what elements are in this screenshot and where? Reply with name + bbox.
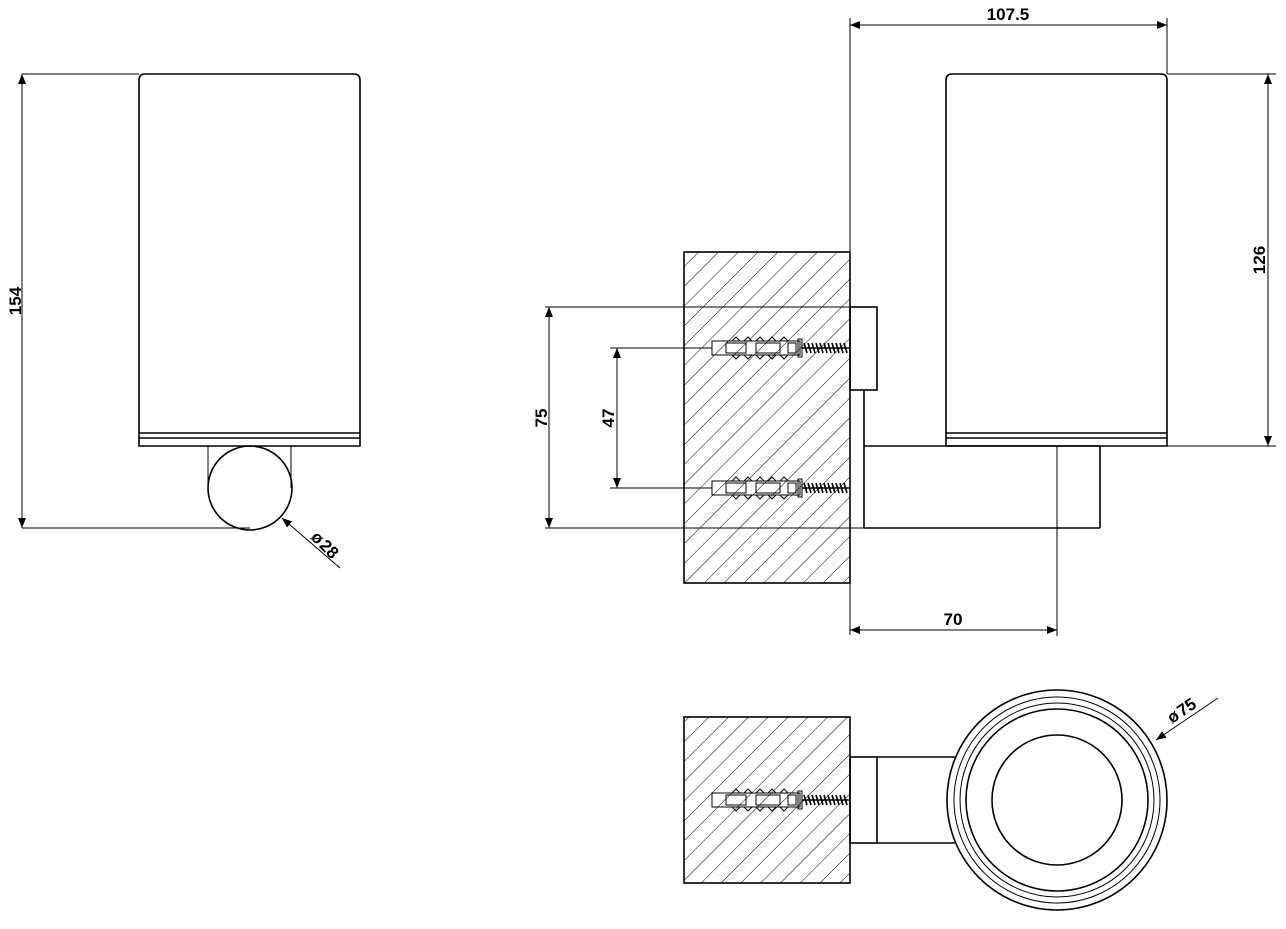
arm-section bbox=[207, 445, 293, 531]
top-view: ø 75 bbox=[683, 689, 1219, 911]
wall-plate bbox=[849, 756, 878, 844]
cup-outer bbox=[946, 689, 1168, 911]
wall-plate bbox=[849, 306, 878, 391]
cup-body bbox=[138, 73, 361, 447]
dim-47-label: 47 bbox=[599, 409, 618, 428]
dim-70-label: 70 bbox=[944, 610, 963, 629]
dim-107-5-label: 107.5 bbox=[987, 5, 1030, 24]
dim-28-leader bbox=[281, 517, 341, 569]
cup-body bbox=[945, 73, 1168, 447]
front-section-view: 107.5 126 75 47 70 bbox=[532, 5, 1276, 636]
dim-126-label: 126 bbox=[1250, 246, 1269, 274]
dim-154-label: 154 bbox=[6, 286, 25, 315]
side-view: 154 ø 28 bbox=[6, 73, 361, 569]
wall-section bbox=[683, 251, 851, 584]
cup-inner bbox=[991, 734, 1123, 866]
dim-75-label: 75 bbox=[532, 409, 551, 428]
dim-75-leader bbox=[1155, 697, 1219, 741]
